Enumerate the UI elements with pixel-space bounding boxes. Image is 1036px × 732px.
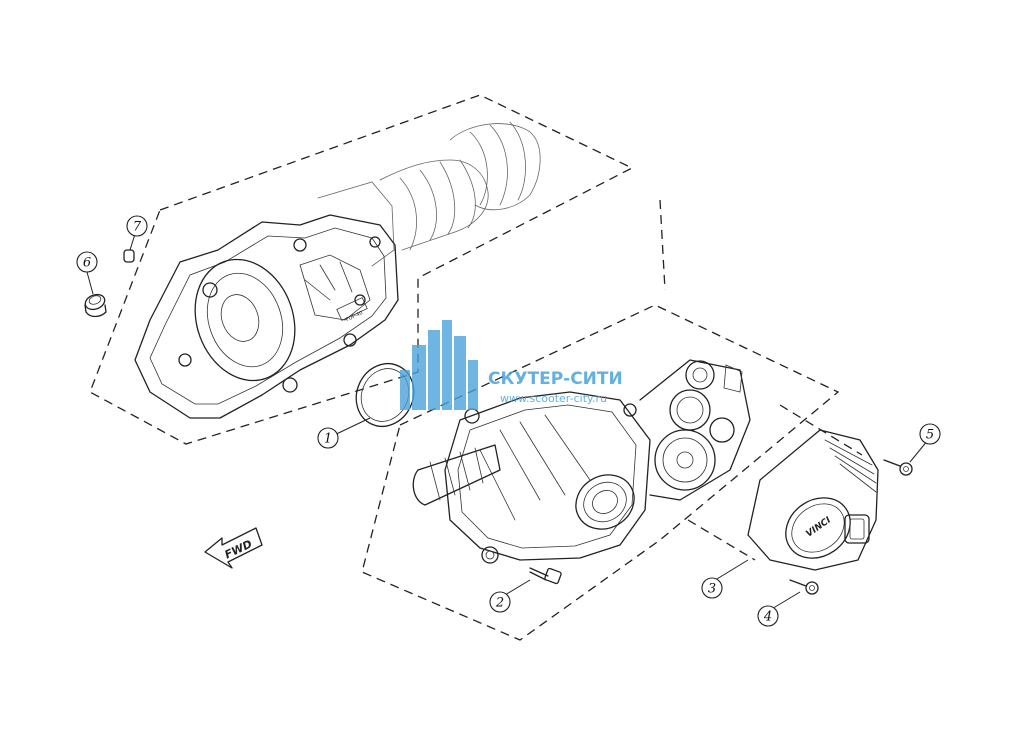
city-skyline-icon — [400, 320, 478, 410]
dowel-pin — [123, 249, 135, 263]
bolt-part-5 — [883, 459, 913, 476]
svg-text:2: 2 — [495, 596, 504, 611]
cover-logo: VINCI — [804, 515, 833, 540]
fwd-label: FWD — [223, 537, 255, 561]
rubber-boot — [317, 121, 541, 267]
fwd-arrow-icon: FWD — [204, 527, 263, 569]
callout-3: 3 — [701, 577, 723, 599]
rear-crankcase-housing: FOP-40 — [134, 214, 399, 419]
bolt-part-4 — [789, 579, 819, 595]
svg-text:5: 5 — [926, 428, 934, 443]
svg-text:3: 3 — [708, 582, 716, 597]
watermark-url: www.scooter-city.ru — [500, 392, 607, 405]
drain-plug — [84, 293, 107, 318]
svg-text:4: 4 — [763, 610, 772, 625]
watermark-brand: СКУТЕР-СИТИ — [488, 369, 623, 389]
callout-5: 5 — [919, 423, 941, 445]
callout-7: 7 — [126, 215, 148, 237]
lower-assembly-outline — [361, 199, 863, 641]
callout-6: 6 — [76, 251, 98, 273]
callout-2: 2 — [489, 591, 511, 613]
svg-text:7: 7 — [133, 220, 142, 235]
upper-assembly-outline — [89, 94, 634, 445]
svg-text:1: 1 — [324, 432, 332, 447]
svg-text:6: 6 — [83, 256, 91, 271]
watermark: СКУТЕР-СИТИ www.scooter-city.ru — [400, 320, 623, 410]
callout-4: 4 — [757, 605, 779, 627]
callout-1: 1 — [317, 427, 339, 449]
bolt-part-2 — [529, 567, 562, 585]
gear-train — [639, 359, 751, 501]
transmission-case — [412, 391, 651, 564]
